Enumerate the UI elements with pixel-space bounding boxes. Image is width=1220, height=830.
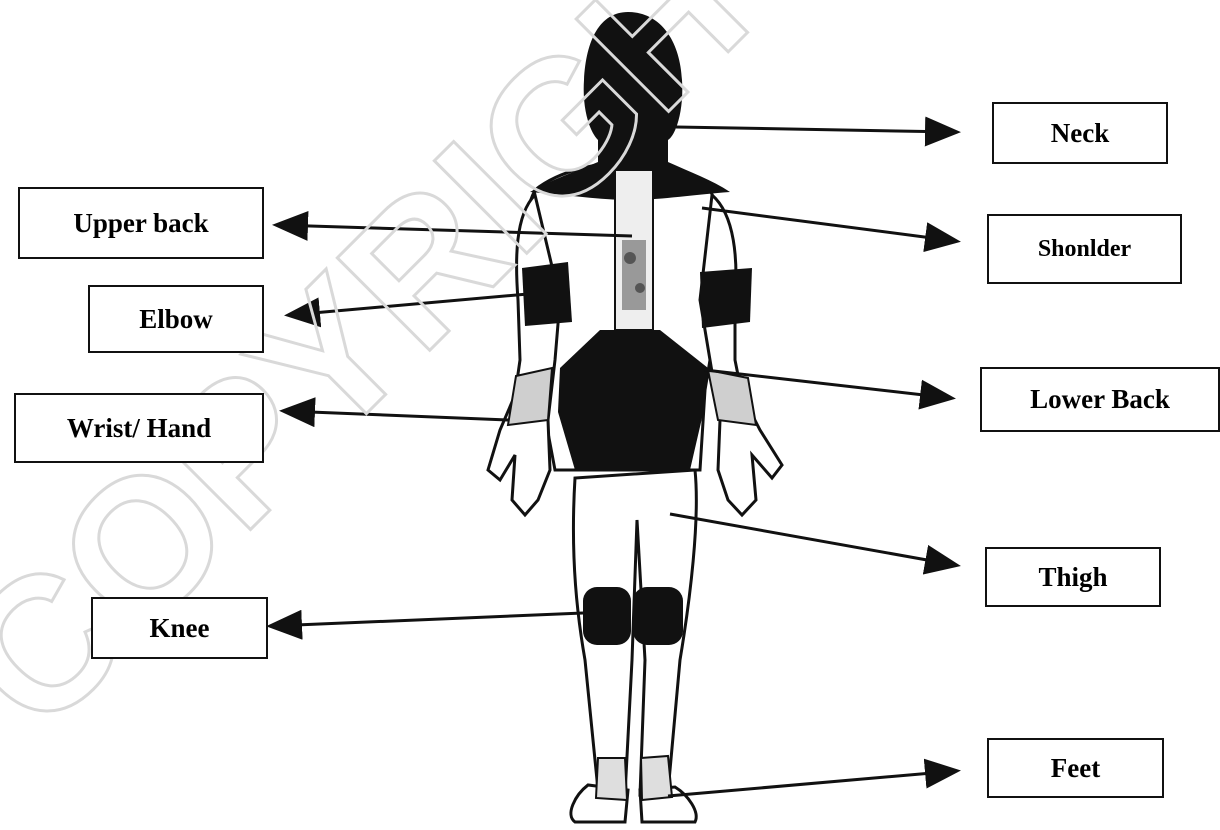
label-thigh-text: Thigh (1038, 562, 1107, 593)
label-neck-text: Neck (1051, 118, 1109, 149)
arrow-elbow (290, 294, 528, 315)
label-elbow-text: Elbow (139, 304, 213, 335)
arrow-feet (668, 771, 955, 796)
arrow-thigh (670, 514, 955, 565)
lower-back-highlight (558, 330, 708, 470)
label-lower-back: Lower Back (980, 367, 1220, 432)
upper-back-highlight (615, 170, 653, 330)
label-knee-text: Knee (150, 613, 210, 644)
arrow-neck (676, 127, 955, 132)
label-upper-back: Upper back (18, 187, 264, 259)
label-feet: Feet (987, 738, 1164, 798)
arrow-wrist (285, 411, 508, 420)
label-knee: Knee (91, 597, 268, 659)
label-wrist-hand-text: Wrist/ Hand (67, 413, 211, 444)
label-upper-back-text: Upper back (73, 208, 208, 239)
label-feet-text: Feet (1051, 753, 1100, 784)
label-thigh: Thigh (985, 547, 1161, 607)
label-shoulder-text: Shonlder (1038, 236, 1131, 263)
label-lower-back-text: Lower Back (1030, 384, 1170, 415)
arrow-knee (272, 613, 583, 626)
label-shoulder: Shonlder (987, 214, 1182, 284)
arrow-shoulder (702, 208, 955, 241)
label-neck: Neck (992, 102, 1168, 164)
label-wrist-hand: Wrist/ Hand (14, 393, 264, 463)
label-elbow: Elbow (88, 285, 264, 353)
feet-highlight (596, 756, 672, 800)
